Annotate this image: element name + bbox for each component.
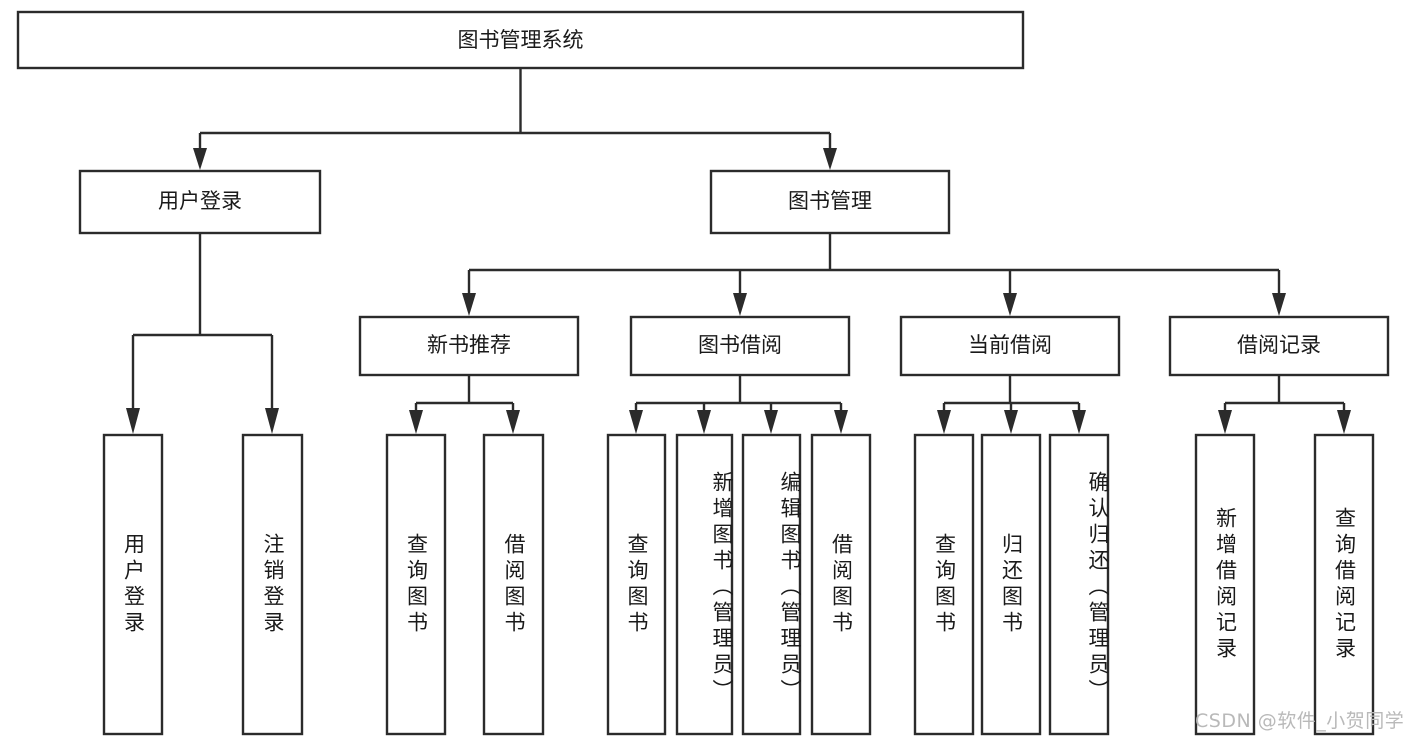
- arrow-head-leaf-borrow-book-1: [506, 410, 520, 434]
- node-book-borrow[interactable]: 图书借阅: [629, 315, 851, 377]
- leaf-box-query-book-3[interactable]: [913, 433, 975, 736]
- node-borrow-record-label: 借阅记录: [1237, 333, 1321, 357]
- arrow-head-leaf-query-record: [1337, 410, 1351, 434]
- arrow-head-leaf-add-record: [1218, 410, 1232, 434]
- leaf-box-add-record[interactable]: [1194, 433, 1256, 736]
- node-new-book-recommend[interactable]: 新书推荐: [358, 315, 580, 377]
- node-new-book-recommend-box[interactable]: [358, 315, 580, 377]
- leaf-box-query-book-2[interactable]: [606, 433, 667, 736]
- leaf-box-return-book[interactable]: [980, 433, 1042, 736]
- leaf-box-layer: [102, 433, 1375, 736]
- arrow-head-current-borrow: [1003, 293, 1017, 316]
- node-book-management[interactable]: 图书管理: [709, 169, 951, 235]
- leaf-box-user-login[interactable]: [102, 433, 164, 736]
- leaf-box-add-book[interactable]: [675, 433, 734, 736]
- leaf-box-confirm-return[interactable]: [1048, 433, 1110, 736]
- arrow-head-leaf-add-book: [697, 410, 711, 434]
- arrow-head-leaf-query-book-2: [629, 410, 643, 434]
- node-user-login[interactable]: 用户登录: [78, 169, 322, 235]
- arrow-head-book-mgmt: [823, 148, 837, 170]
- node-book-management-box[interactable]: [709, 169, 951, 235]
- arrow-head-leaf-user-login: [126, 408, 140, 434]
- node-book-borrow-label: 图书借阅: [698, 333, 782, 357]
- node-borrow-record-box[interactable]: [1168, 315, 1390, 377]
- csdn-watermark: CSDN @软件_小贺同学: [1195, 710, 1405, 732]
- arrow-head-leaf-confirm-return: [1072, 410, 1086, 434]
- node-book-management-label: 图书管理: [788, 189, 872, 213]
- node-new-book-recommend-label: 新书推荐: [427, 333, 511, 357]
- arrow-head-borrow-record: [1272, 293, 1286, 316]
- arrow-head-book-borrow: [733, 293, 747, 316]
- node-user-login-box[interactable]: [78, 169, 322, 235]
- leaf-box-edit-book[interactable]: [741, 433, 802, 736]
- arrow-head-user-login: [193, 148, 207, 170]
- arrow-head-leaf-query-book-1: [409, 410, 423, 434]
- arrow-head-leaf-query-book-3: [937, 410, 951, 434]
- leaf-box-borrow-book-1[interactable]: [482, 433, 545, 736]
- arrow-head-leaf-edit-book: [764, 410, 778, 434]
- leaf-box-query-book-1[interactable]: [385, 433, 447, 736]
- node-root-box[interactable]: [16, 10, 1025, 70]
- node-current-borrow-box[interactable]: [899, 315, 1121, 377]
- arrow-head-new-book-rec: [462, 293, 476, 316]
- leaf-box-borrow-book-2[interactable]: [810, 433, 872, 736]
- node-root-label: 图书管理系统: [458, 28, 584, 52]
- node-borrow-record[interactable]: 借阅记录: [1168, 315, 1390, 377]
- leaf-box-logout[interactable]: [241, 433, 304, 736]
- node-current-borrow[interactable]: 当前借阅: [899, 315, 1121, 377]
- arrow-head-leaf-return-book: [1004, 410, 1018, 434]
- connector-layer: [126, 68, 1351, 434]
- node-current-borrow-label: 当前借阅: [968, 333, 1052, 357]
- arrow-head-leaf-borrow-book-2: [834, 410, 848, 434]
- arrow-head-leaf-logout: [265, 408, 279, 434]
- node-book-borrow-box[interactable]: [629, 315, 851, 377]
- node-root[interactable]: 图书管理系统: [16, 10, 1025, 70]
- node-user-login-label: 用户登录: [158, 189, 242, 213]
- leaf-box-query-record[interactable]: [1313, 433, 1375, 736]
